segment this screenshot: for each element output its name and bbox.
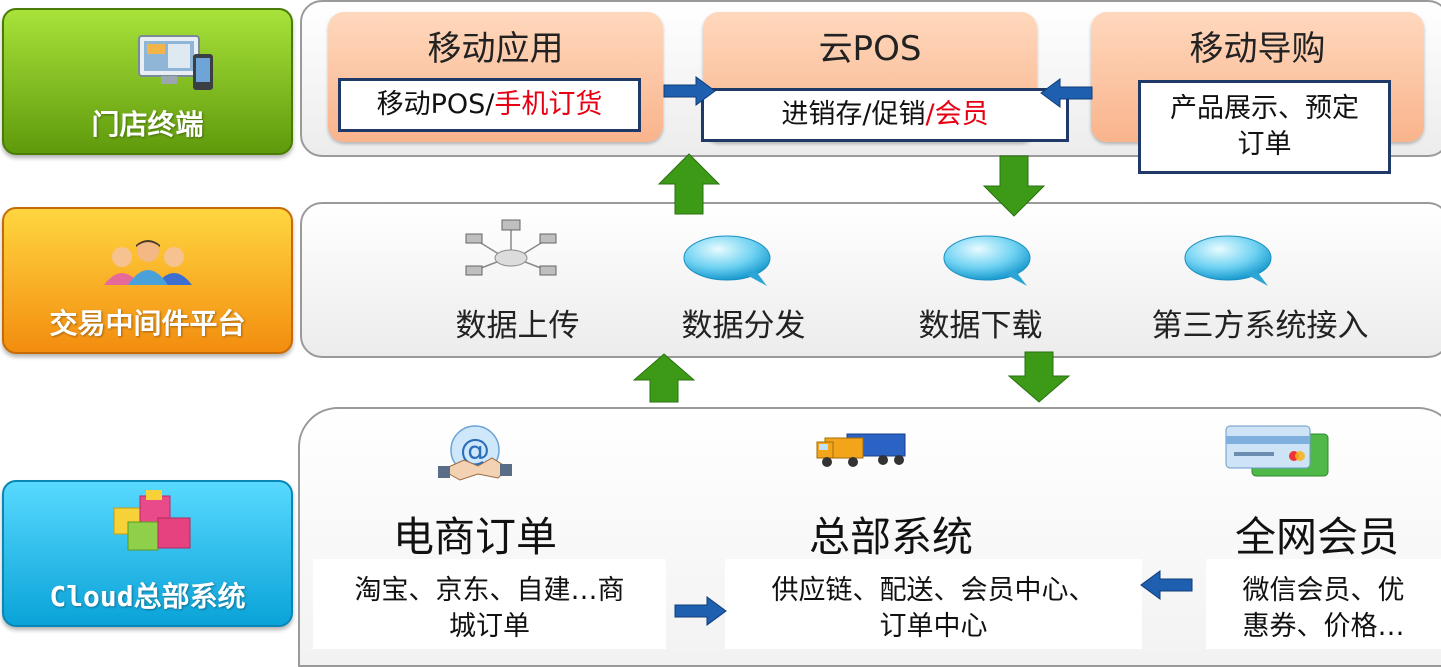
row-label-cloud-text: Cloud总部系统 — [49, 580, 246, 613]
card-mobile-guide-subbox: 产品展示、预定 订单 — [1138, 80, 1391, 174]
label-data-upload: 数据上传 — [455, 308, 580, 344]
card-mobile-app-subbox: 移动POS/手机订货 — [338, 78, 641, 132]
people-group-icon — [104, 240, 192, 285]
speech-bubble-icon — [683, 235, 771, 286]
row-label-middleware: 交易中间件平台 — [2, 207, 293, 354]
box-hq: 供应链、配送、会员中心、 订单中心 — [725, 559, 1142, 649]
members-line2: 惠券、价格… — [1242, 611, 1405, 642]
hq-line2: 订单中心 — [879, 611, 988, 642]
ecommerce-line1: 淘宝、京东、自建…商 — [354, 575, 625, 606]
box-members: 微信会员、优 惠券、价格… — [1206, 559, 1441, 649]
middleware-band — [300, 202, 1441, 358]
boxes-icon — [113, 490, 191, 551]
label-data-download: 数据下载 — [918, 308, 1043, 344]
cloud-pos-sub-red: /会员 — [925, 99, 989, 130]
title-hq-system: 总部系统 — [809, 513, 973, 561]
mobile-app-sub-red: 手机订货 — [494, 89, 603, 120]
row-label-middleware-text: 交易中间件平台 — [49, 307, 246, 340]
arrow-right-blue-icon-2 — [674, 596, 727, 626]
arrow-left-blue-icon — [1040, 78, 1093, 108]
mobile-guide-line2: 订单 — [1237, 129, 1292, 160]
store-terminal-icon — [138, 35, 213, 90]
card-mobile-guide-title: 移动导购 — [1189, 29, 1326, 69]
title-ecommerce-orders: 电商订单 — [393, 513, 557, 561]
mobile-app-sub-main: 移动POS/ — [376, 89, 495, 120]
arrow-up-green-icon — [657, 153, 721, 215]
card-cloud-pos-title: 云POS — [818, 29, 922, 69]
label-third-party: 第三方系统接入 — [1151, 308, 1369, 344]
arrow-left-blue-icon-2 — [1140, 570, 1193, 600]
network-icon — [465, 219, 557, 276]
arrow-down-green-icon — [982, 155, 1046, 217]
arrow-right-blue-icon — [663, 76, 716, 106]
ecommerce-line2: 城订单 — [449, 611, 530, 642]
hq-line1: 供应链、配送、会员中心、 — [771, 575, 1096, 606]
credit-cards-icon — [1225, 425, 1329, 477]
members-line1: 微信会员、优 — [1242, 575, 1405, 606]
speech-bubble-icon-3 — [1184, 235, 1272, 286]
card-cloud-pos-subbox: 进销存/促销/会员 — [701, 88, 1069, 142]
ecommerce-handshake-icon: @ — [438, 425, 512, 481]
label-data-distribute: 数据分发 — [681, 308, 806, 344]
card-mobile-app-title: 移动应用 — [427, 29, 564, 69]
arrow-up-green-icon-2 — [632, 353, 696, 403]
arrow-down-green-icon-2 — [1007, 351, 1071, 403]
cloud-pos-sub-main: 进销存/促销 — [781, 99, 926, 130]
speech-bubble-icon-2 — [943, 235, 1031, 286]
row-label-store: 门店终端 — [2, 8, 293, 155]
row-label-store-text: 门店终端 — [91, 108, 204, 141]
box-ecommerce: 淘宝、京东、自建…商 城订单 — [313, 559, 666, 649]
mobile-guide-line1: 产品展示、预定 — [1170, 93, 1359, 124]
row-label-cloud: Cloud总部系统 — [2, 480, 293, 627]
truck-icon — [816, 433, 906, 467]
title-all-members: 全网会员 — [1235, 513, 1399, 561]
